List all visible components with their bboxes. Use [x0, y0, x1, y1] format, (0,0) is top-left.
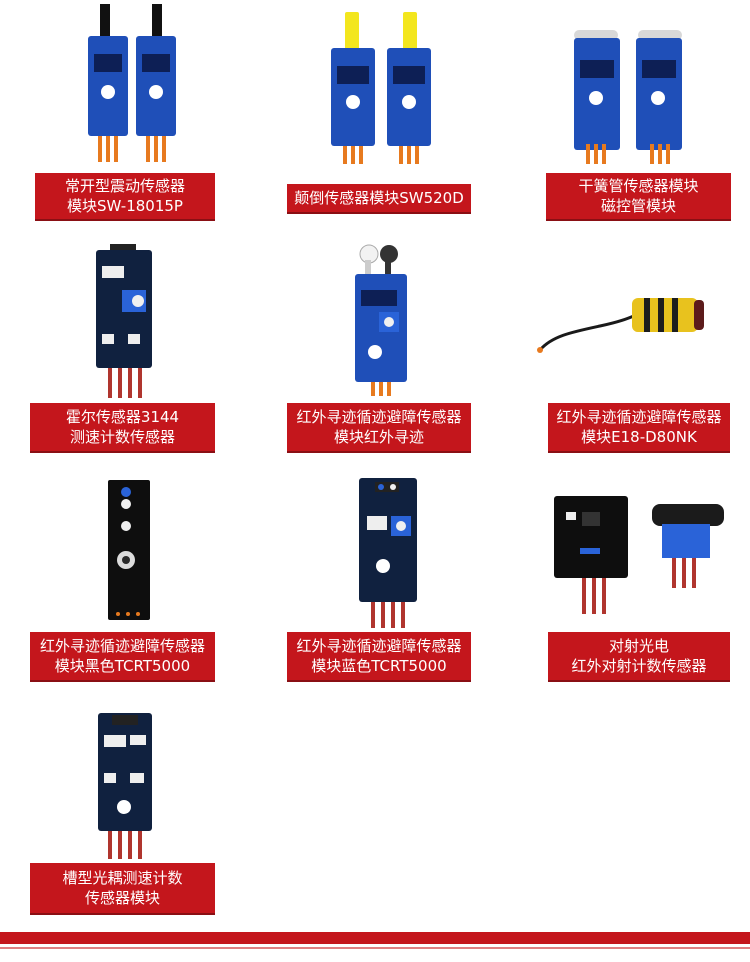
product-card-e18[interactable]: 红外寻迹循迹避障传感器 模块E18-D80NK: [537, 238, 731, 458]
product-card-tcrt-blue[interactable]: 红外寻迹循迹避障传感器 模块蓝色TCRT5000: [287, 472, 472, 687]
product-label-line: 红外寻迹循迹避障传感器: [296, 408, 462, 426]
product-label: 红外寻迹循迹避障传感器 模块蓝色TCRT5000: [287, 632, 471, 680]
product-card-ir-tracking[interactable]: 红外寻迹循迹避障传感器 模块红外寻迹: [287, 238, 472, 458]
product-label: 红外寻迹循迹避障传感器 模块红外寻迹: [287, 403, 471, 451]
vibration-sensor-image: [88, 4, 176, 162]
product-label-line: 模块红外寻迹: [333, 428, 424, 446]
product-label: 干簧管传感器模块 磁控管模块: [546, 173, 731, 219]
product-label: 红外寻迹循迹避障传感器 模块黑色TCRT5000: [30, 632, 215, 680]
product-card-reed[interactable]: 干簧管传感器模块 磁控管模块: [546, 0, 731, 225]
product-card-slot-coupler[interactable]: 槽型光耦测速计数 传感器模块: [30, 705, 215, 920]
product-label-line: 常开型震动传感器: [64, 177, 185, 195]
product-label-line: 红外寻迹循迹避障传感器: [556, 408, 722, 426]
product-card-tilt[interactable]: 颠倒传感器模块SW520D: [287, 0, 472, 225]
footer-divider-line: [0, 947, 750, 949]
product-label: 霍尔传感器3144 测速计数传感器: [30, 403, 215, 451]
product-label: 槽型光耦测速计数 传感器模块: [30, 863, 215, 913]
tcrt-blue-sensor-image: [359, 478, 417, 628]
product-label-line: 霍尔传感器3144: [65, 408, 180, 426]
product-label: 常开型震动传感器 模块SW-18015P: [35, 173, 215, 219]
through-beam-sensor-image: [554, 496, 724, 614]
product-label-line: 测速计数传感器: [69, 428, 175, 446]
product-label: 红外寻迹循迹避障传感器 模块E18-D80NK: [548, 403, 730, 451]
product-label: 颠倒传感器模块SW520D: [287, 184, 471, 212]
e18-sensor-image: [537, 298, 704, 353]
product-card-vibration[interactable]: 常开型震动传感器 模块SW-18015P: [30, 0, 215, 225]
product-label-line: 红外寻迹循迹避障传感器: [296, 637, 462, 655]
product-card-through-beam[interactable]: 对射光电 红外对射计数传感器: [546, 472, 731, 687]
ir-tracking-sensor-image: [355, 244, 407, 396]
reed-sensor-image: [574, 30, 682, 164]
tcrt-black-sensor-image: [108, 480, 150, 620]
product-label-line: 传感器模块: [84, 889, 160, 907]
product-label-line: 磁控管模块: [600, 197, 676, 215]
product-label-line: 颠倒传感器模块SW520D: [294, 189, 464, 207]
product-label-line: 红外对射计数传感器: [571, 657, 707, 675]
product-label-line: 槽型光耦测速计数: [62, 869, 183, 887]
product-label-line: 模块E18-D80NK: [581, 428, 697, 446]
product-label: 对射光电 红外对射计数传感器: [548, 632, 730, 680]
product-label-line: 红外寻迹循迹避障传感器: [39, 637, 205, 655]
product-label-line: 模块SW-18015P: [67, 197, 183, 215]
slot-coupler-sensor-image: [98, 713, 152, 859]
product-card-tcrt-black[interactable]: 红外寻迹循迹避障传感器 模块黑色TCRT5000: [30, 472, 215, 687]
hall-sensor-image: [96, 244, 152, 398]
product-card-hall[interactable]: 霍尔传感器3144 测速计数传感器: [30, 238, 215, 458]
tilt-sensor-image: [331, 12, 431, 164]
product-label-line: 模块蓝色TCRT5000: [311, 657, 447, 675]
product-label-line: 对射光电: [608, 637, 669, 655]
product-label-line: 模块黑色TCRT5000: [54, 657, 191, 675]
footer-divider: [0, 932, 750, 944]
product-label-line: 干簧管传感器模块: [578, 177, 699, 195]
